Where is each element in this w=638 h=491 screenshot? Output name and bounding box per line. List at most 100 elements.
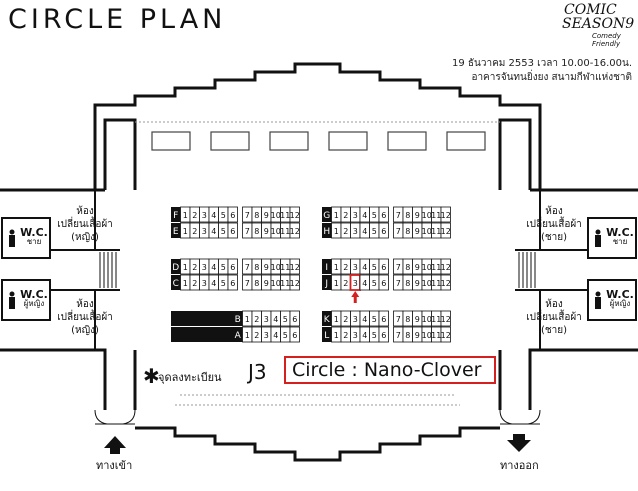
booth-J-6[interactable]: [378, 274, 389, 291]
row-letter-text: I: [325, 263, 328, 273]
booth-G-12[interactable]: [440, 206, 451, 223]
booth-number: 10: [271, 263, 281, 272]
row-letter-E: [171, 223, 181, 238]
logo-text-comic: COMIC: [564, 2, 617, 18]
booth-number: 7: [396, 211, 401, 220]
wc-men-left: W.C.ชาย: [18, 226, 50, 246]
booth-number: 12: [441, 227, 451, 236]
booth-K-6[interactable]: [378, 310, 389, 327]
booth-K-12[interactable]: [440, 310, 451, 327]
hall-wall-bottom: [135, 426, 500, 462]
booth-number: 2: [254, 315, 259, 324]
booth-number: 7: [396, 227, 401, 236]
booth-H-12[interactable]: [440, 222, 451, 239]
booth-number: 4: [362, 315, 367, 324]
booth-number: 4: [211, 211, 216, 220]
booth-number: 8: [405, 331, 410, 340]
booth-number: 7: [396, 331, 401, 340]
room-label: เปลี่ยนเสื้อผ้า: [526, 219, 582, 230]
row-letter-K: [322, 311, 332, 326]
booth-E-6[interactable]: [227, 222, 238, 239]
booth-number: 10: [422, 315, 432, 324]
stage-table-2: [210, 131, 250, 151]
booth-number: 4: [273, 331, 278, 340]
booth-number: 9: [415, 227, 420, 236]
row-letter-text: K: [324, 315, 331, 325]
booth-number: 11: [431, 331, 441, 340]
registration-label: จุดลงทะเบียน: [158, 371, 222, 384]
wc-label: W.C.: [20, 226, 48, 239]
wc-sub: ผู้หญิง: [23, 299, 45, 308]
stage-table-4: [328, 131, 368, 151]
booth-F-12[interactable]: [289, 206, 300, 223]
booth-I-12[interactable]: [440, 258, 451, 275]
row-letter-L: [322, 327, 332, 342]
booth-D-12[interactable]: [289, 258, 300, 275]
booth-D-6[interactable]: [227, 258, 238, 275]
row-letter-text: G: [323, 211, 330, 221]
booth-number: 11: [431, 211, 441, 220]
booth-B-6[interactable]: [289, 310, 300, 327]
booth-code-label: J3: [248, 360, 267, 384]
booth-number: 1: [183, 227, 188, 236]
booth-number: 5: [221, 263, 226, 272]
booth-number: 10: [271, 279, 281, 288]
booth-number: 2: [343, 279, 348, 288]
row-letter-D: [171, 259, 181, 274]
booth-number: 6: [230, 279, 235, 288]
booth-number: 3: [202, 227, 207, 236]
booth-number: 9: [415, 211, 420, 220]
booth-F-6[interactable]: [227, 206, 238, 223]
booth-number: 11: [280, 263, 290, 272]
booth-number: 7: [245, 263, 250, 272]
booth-E-12[interactable]: [289, 222, 300, 239]
booth-number: 10: [422, 227, 432, 236]
booth-number: 1: [183, 263, 188, 272]
booth-L-12[interactable]: [440, 326, 451, 343]
booth-number: 6: [381, 279, 386, 288]
booth-number: 2: [192, 211, 197, 220]
booth-number: 11: [431, 315, 441, 324]
exit-label: ทางออก: [500, 459, 539, 472]
booth-number: 6: [381, 315, 386, 324]
wc-men-right: W.C.ชาย: [604, 226, 636, 246]
booth-number: 9: [264, 279, 269, 288]
booth-number: 6: [381, 331, 386, 340]
booth-number: 5: [372, 263, 377, 272]
booth-number: 1: [334, 315, 339, 324]
booth-H-6[interactable]: [378, 222, 389, 239]
booth-number: 1: [245, 315, 250, 324]
booth-A-6[interactable]: [289, 326, 300, 343]
booth-number: 2: [192, 263, 197, 272]
booth-C-12[interactable]: [289, 274, 300, 291]
booth-number: 10: [271, 227, 281, 236]
booth-J-12[interactable]: [440, 274, 451, 291]
comic-season-logo: COMIC SEASON9 Comedy Friendly: [560, 2, 634, 48]
booth-number: 1: [245, 331, 250, 340]
booth-number: 8: [405, 211, 410, 220]
booth-number: 3: [353, 279, 358, 288]
circle-name-callout: Circle : Nano-Clover: [284, 356, 496, 384]
booth-number: 8: [254, 263, 259, 272]
booth-number: 1: [183, 279, 188, 288]
booth-number: 4: [362, 227, 367, 236]
booth-number: 8: [405, 315, 410, 324]
room-label: ห้อง: [76, 206, 94, 217]
booth-C-6[interactable]: [227, 274, 238, 291]
booth-number: 2: [343, 227, 348, 236]
booth-I-6[interactable]: [378, 258, 389, 275]
row-letter-G: [322, 207, 332, 222]
booth-number: 11: [280, 211, 290, 220]
booth-number: 1: [334, 211, 339, 220]
booth-L-6[interactable]: [378, 326, 389, 343]
highlight-arrow-icon: [351, 291, 360, 303]
event-date: 19 ธันวาคม 2553 เวลา 10.00-16.00น.: [452, 58, 632, 69]
room-label: เปลี่ยนเสื้อผ้า: [526, 312, 582, 323]
booth-number: 5: [372, 331, 377, 340]
wc-label: W.C.: [606, 226, 634, 239]
row-letter-text: E: [173, 227, 179, 237]
booth-number: 2: [192, 227, 197, 236]
booth-G-6[interactable]: [378, 206, 389, 223]
